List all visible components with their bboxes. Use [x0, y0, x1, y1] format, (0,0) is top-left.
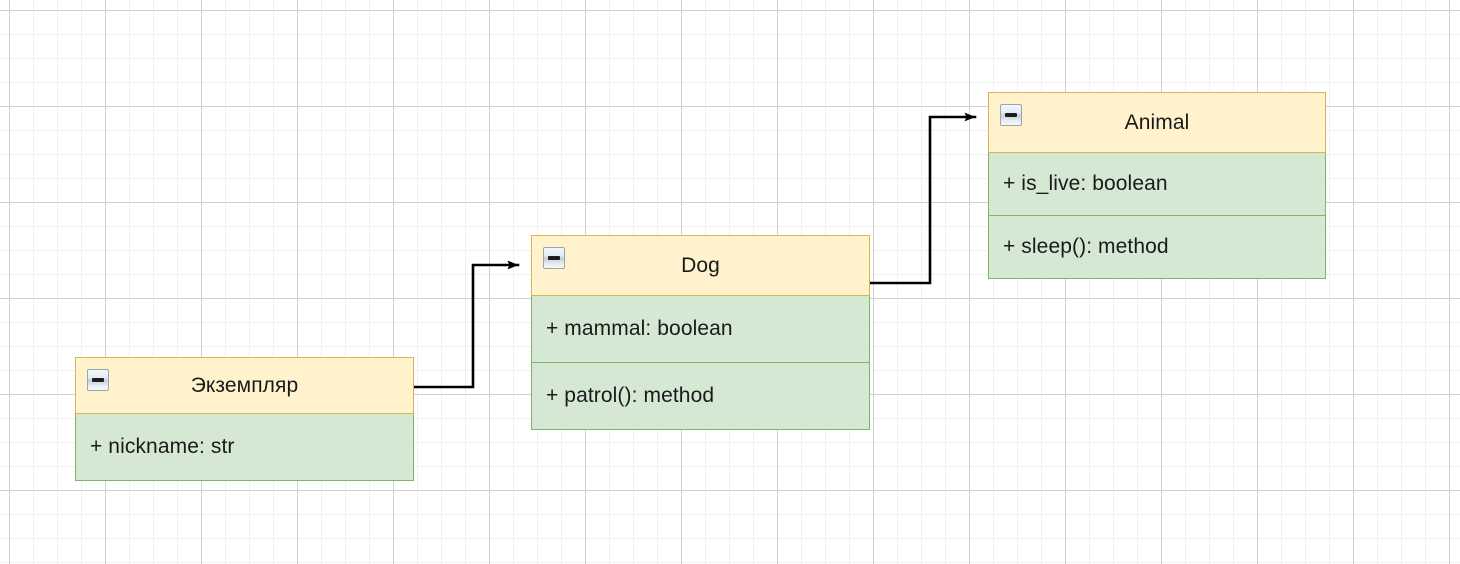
minus-glyph [548, 256, 560, 260]
uml-class-ekzemplyar[interactable]: Экземпляр + nickname: str [75, 357, 414, 481]
collapse-minus-icon[interactable] [1000, 104, 1022, 126]
uml-class-title: Dog [681, 254, 720, 277]
collapse-minus-icon[interactable] [87, 369, 109, 391]
uml-class-header[interactable]: Animal [988, 92, 1326, 153]
minus-glyph [1005, 113, 1017, 117]
uml-class-member[interactable]: + mammal: boolean [531, 296, 870, 363]
uml-class-dog[interactable]: Dog + mammal: boolean + patrol(): method [531, 235, 870, 430]
uml-class-header[interactable]: Экземпляр [75, 357, 414, 414]
collapse-minus-icon[interactable] [543, 247, 565, 269]
edge-dog-animal[interactable] [868, 112, 977, 285]
uml-class-member[interactable]: + patrol(): method [531, 363, 870, 430]
uml-class-title: Экземпляр [190, 374, 299, 397]
uml-class-title: Animal [1124, 111, 1190, 134]
minus-glyph [92, 378, 104, 382]
uml-class-member[interactable]: + is_live: boolean [988, 153, 1326, 216]
edge-ekzemplyar-dog[interactable] [412, 260, 520, 389]
uml-class-header[interactable]: Dog [531, 235, 870, 296]
uml-class-member[interactable]: + sleep(): method [988, 216, 1326, 279]
uml-class-member[interactable]: + nickname: str [75, 414, 414, 481]
uml-class-animal[interactable]: Animal + is_live: boolean + sleep(): met… [988, 92, 1326, 279]
